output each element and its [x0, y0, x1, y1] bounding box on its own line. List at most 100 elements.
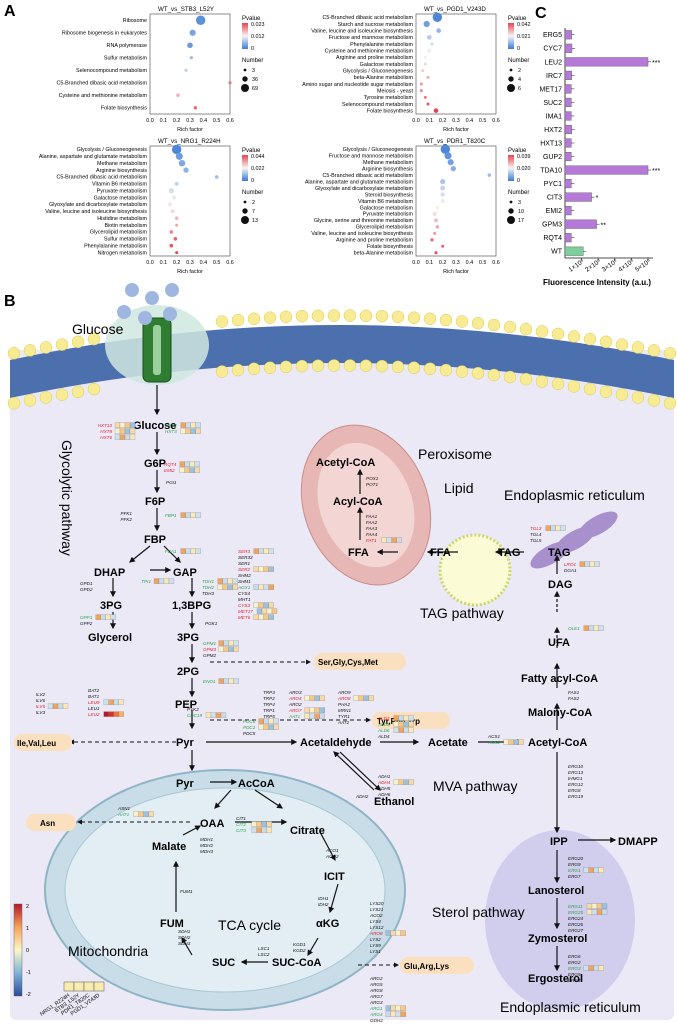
- heat-tile: [129, 428, 136, 434]
- lipid-head: [535, 325, 549, 338]
- heat-tile: [398, 779, 404, 785]
- gene-label: ERG24: [568, 916, 584, 921]
- heat-tile: [256, 821, 262, 827]
- pvalue-tick: 0: [517, 46, 520, 52]
- pvalue-tick: 0.042: [517, 22, 531, 28]
- enrichment-point: [440, 199, 445, 203]
- gene-label: ERG11: [568, 904, 583, 909]
- enrichment-point: [432, 12, 443, 23]
- gene-label: ARO2: [288, 702, 302, 707]
- heat-tile: [108, 711, 114, 717]
- x-tick-label: 0.4: [200, 260, 208, 266]
- panel-c-letter: C: [535, 5, 547, 22]
- gene-label: ARO8: [337, 696, 351, 701]
- heat-tile: [593, 867, 599, 873]
- colorbar-tick: 0: [26, 948, 29, 954]
- gene-label: ERG20: [568, 856, 584, 861]
- heat-tile: [129, 434, 136, 440]
- c-bar: [564, 84, 572, 94]
- gene-label: MDH3: [200, 849, 213, 854]
- lipid-head: [327, 359, 341, 372]
- lipid-head: [567, 380, 581, 393]
- lipid-head: [423, 362, 437, 376]
- gene-label: HXT6: [100, 435, 112, 440]
- heat-tile: [263, 718, 269, 724]
- lipid-head: [599, 385, 613, 399]
- category-label: Valine, leucine and isoleucine biosynthe…: [311, 231, 413, 237]
- x-tick-label: 0.2: [173, 260, 181, 266]
- x-tick-label: 0.3: [186, 260, 194, 266]
- enrichment-point: [441, 244, 445, 248]
- heat-tile: [261, 827, 267, 833]
- heat-tile: [228, 678, 234, 684]
- number-tick: 69: [252, 86, 258, 92]
- enrichment-point: [187, 42, 193, 49]
- c-x-axis-label: Fluorescence Intensity (a.u.): [543, 278, 651, 287]
- heat-tile: [319, 695, 325, 701]
- gene-label: LEU9: [88, 700, 100, 705]
- category-label: Folate biosynthesis: [367, 244, 413, 250]
- metabolite-g6p: G6P: [144, 458, 166, 470]
- heat-tile: [588, 625, 594, 631]
- heat-tile: [218, 678, 224, 684]
- lipid-head: [615, 388, 629, 401]
- lipid-head: [503, 370, 517, 384]
- lipid-head: [39, 341, 53, 354]
- x-tick-label: 0.6: [492, 118, 500, 124]
- enrichment-point: [426, 75, 430, 79]
- heat-tile: [223, 646, 229, 652]
- number-legend-dot: [507, 216, 515, 224]
- heat-tile: [153, 578, 160, 584]
- heat-tile: [393, 727, 399, 733]
- lipid-head: [375, 359, 389, 373]
- number-legend-dot: [508, 208, 514, 214]
- heat-tile: [403, 715, 409, 721]
- category-label: Selenocompound metabolism: [342, 102, 414, 108]
- metabolite-fatty-acyl-coa: Fatty acyl-CoA: [521, 673, 598, 685]
- pvalue-legend-bar: [508, 23, 514, 49]
- c-category-label: MET17: [539, 86, 562, 93]
- gene-label: PFK1: [121, 511, 133, 516]
- enrichment-point: [167, 202, 173, 207]
- lipid-head: [295, 309, 309, 323]
- heat-tile: [222, 578, 228, 584]
- gene-label: ADH2: [355, 794, 369, 799]
- pvalue-legend-title: Pvalue: [242, 16, 261, 22]
- heat-tile: [381, 537, 387, 543]
- heat-tile: [584, 561, 590, 567]
- colorbar-tick: -2: [26, 992, 31, 998]
- heat-tile: [114, 422, 121, 428]
- enrichment-point: [173, 237, 178, 241]
- lipid-head: [551, 327, 565, 341]
- heat-tile: [148, 811, 154, 817]
- gene-label: ARG7: [369, 994, 383, 999]
- plot-title: WT_vs_PGD1_V243D: [424, 6, 486, 13]
- metabolite-icit: ICIT: [324, 871, 345, 883]
- heat-tile: [222, 584, 228, 590]
- gene-label: ERG9: [568, 862, 581, 867]
- heat-tile: [560, 525, 566, 531]
- enrichment-point: [423, 62, 427, 66]
- heat-tile: [113, 699, 119, 705]
- heat-tile: [205, 712, 212, 718]
- gene-label: PYK2: [187, 707, 199, 712]
- heat-tile: [52, 703, 59, 709]
- heat-tile: [596, 909, 603, 915]
- enrichment-point: [419, 89, 423, 93]
- heat-tile: [591, 909, 598, 915]
- metabolite-pyr: Pyr: [176, 737, 194, 749]
- category-label: Galactose metabolism: [360, 205, 414, 211]
- lipid-head: [7, 347, 21, 360]
- number-legend-title: Number: [242, 58, 263, 64]
- pvalue-tick: 0: [517, 178, 520, 184]
- category-label: Fructose and mannose metabolism: [329, 35, 414, 41]
- x-tick-label: 0.6: [226, 260, 234, 266]
- heat-tile: [309, 707, 315, 713]
- metabolite-labels: Glucose G6P F6P FBP DHAP GAP 3PG 1,3BPG …: [88, 420, 658, 985]
- gene-label: ARG4: [369, 1012, 383, 1017]
- heat-tile: [190, 548, 196, 554]
- peroxisome-label: Peroxisome: [418, 446, 492, 462]
- c-x-tick-label: 5×10⁶: [634, 258, 652, 274]
- c-bar: [564, 124, 572, 134]
